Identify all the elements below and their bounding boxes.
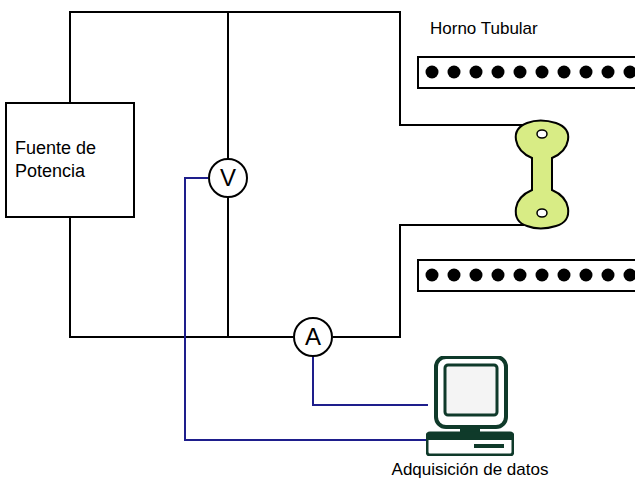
heating-dot bbox=[602, 269, 615, 282]
sample bbox=[516, 121, 569, 229]
heating-dot bbox=[602, 66, 615, 79]
heating-dot bbox=[558, 269, 571, 282]
heating-element bbox=[426, 66, 635, 282]
heating-dot bbox=[536, 66, 549, 79]
ammeter-circle: A bbox=[293, 317, 333, 357]
heating-dot bbox=[514, 66, 527, 79]
heating-dot bbox=[470, 269, 483, 282]
node-text: A bbox=[305, 323, 321, 351]
node-text: Adquisición de datos bbox=[392, 460, 549, 480]
circuit-wire bbox=[70, 218, 293, 337]
part-label: Horno Tubular bbox=[430, 19, 538, 39]
circuit-wire bbox=[228, 198, 293, 337]
node-text: Fuente de Potencia bbox=[15, 137, 125, 184]
heating-dot bbox=[426, 269, 439, 282]
heating-dot bbox=[470, 66, 483, 79]
signal-wire bbox=[313, 357, 428, 405]
heating-dot bbox=[536, 269, 549, 282]
heating-dot bbox=[580, 269, 593, 282]
computer-icon bbox=[426, 356, 514, 456]
heating-dot bbox=[624, 269, 635, 282]
node-text: V bbox=[220, 164, 236, 192]
computer-node: Adquisición de datos bbox=[392, 356, 549, 480]
signal-wire bbox=[185, 178, 428, 440]
heating-dot bbox=[492, 66, 505, 79]
power-supply-box: Fuente de Potencia bbox=[5, 102, 135, 218]
heating-dot bbox=[514, 269, 527, 282]
furnace-wall bbox=[418, 57, 635, 88]
heating-dot bbox=[580, 66, 593, 79]
heating-dot bbox=[492, 269, 505, 282]
heating-dot bbox=[448, 66, 461, 79]
heating-dot bbox=[426, 66, 439, 79]
sample-hole bbox=[537, 209, 547, 217]
heating-dot bbox=[558, 66, 571, 79]
furnace-wall bbox=[418, 260, 635, 291]
sample-hole bbox=[537, 130, 547, 138]
heating-dot bbox=[448, 269, 461, 282]
voltmeter-circle: V bbox=[208, 158, 248, 198]
heating-dot bbox=[624, 66, 635, 79]
